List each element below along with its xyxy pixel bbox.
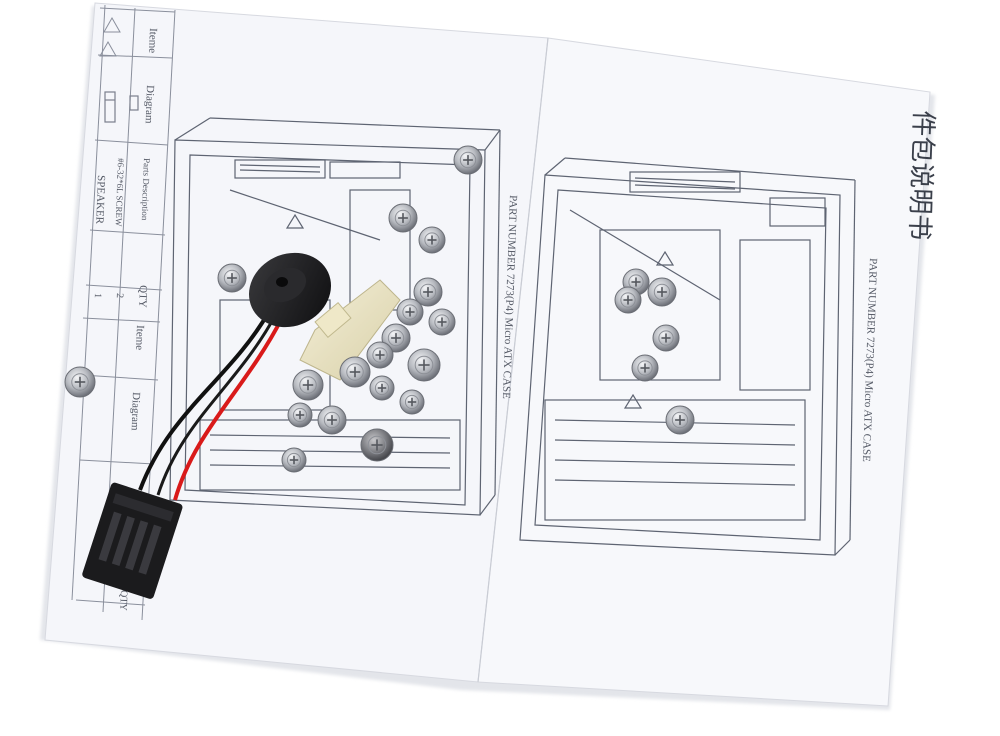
screw-19 [64,366,96,398]
screw-13 [369,375,395,401]
table-row-2-description: SPEAKER [93,175,107,225]
manual-booklet [40,2,935,710]
screw-14 [399,389,425,415]
screw-23 [652,324,680,352]
screw-24 [631,354,659,382]
screw-6 [396,298,424,326]
screw-pile [64,145,695,473]
pin-connector [82,482,183,599]
parts-table-labels: Iteme Diagram Parts Description #6-32*6L… [92,28,159,611]
screw-3 [418,226,446,254]
screw-diagram-icon [104,91,139,123]
speaker-buzzer [249,252,331,328]
screw-9 [366,341,394,369]
table-header-qty-2: QTY [117,590,129,611]
plastic-mount-clip [299,279,401,381]
table-header-item: Iteme [146,28,159,54]
table-header-item-2: Iteme [133,325,146,351]
table-row-1-qty: 2 [114,293,125,298]
screw-5 [413,277,443,307]
table-row-2-qty: 1 [92,293,103,298]
right-page-heading: 件包说明书 [903,110,938,241]
table-header-diagram: Diagram [143,85,156,124]
screw-1 [453,145,483,175]
screw-17 [360,428,394,462]
table-header-diagram-2: Diagram [129,392,142,431]
speaker-assembly [82,252,401,599]
screw-4 [217,263,247,293]
screw-21 [647,277,677,307]
screw-22 [614,286,642,314]
screw-7 [428,308,456,336]
screw-15 [317,405,347,435]
screw-2 [388,203,418,233]
table-row-1-description: #6-32*6L SCREW [114,158,126,227]
screw-25 [665,405,695,435]
screw-12 [292,369,324,401]
screw-10 [407,348,441,382]
warning-triangle-icon [99,16,121,57]
table-header-qty: QTY [136,285,149,308]
screw-16 [287,402,313,428]
screw-18 [281,447,307,473]
case-diagram-right [519,157,856,556]
table-header-description: Parts Description [140,158,152,221]
screw-11 [339,356,371,388]
